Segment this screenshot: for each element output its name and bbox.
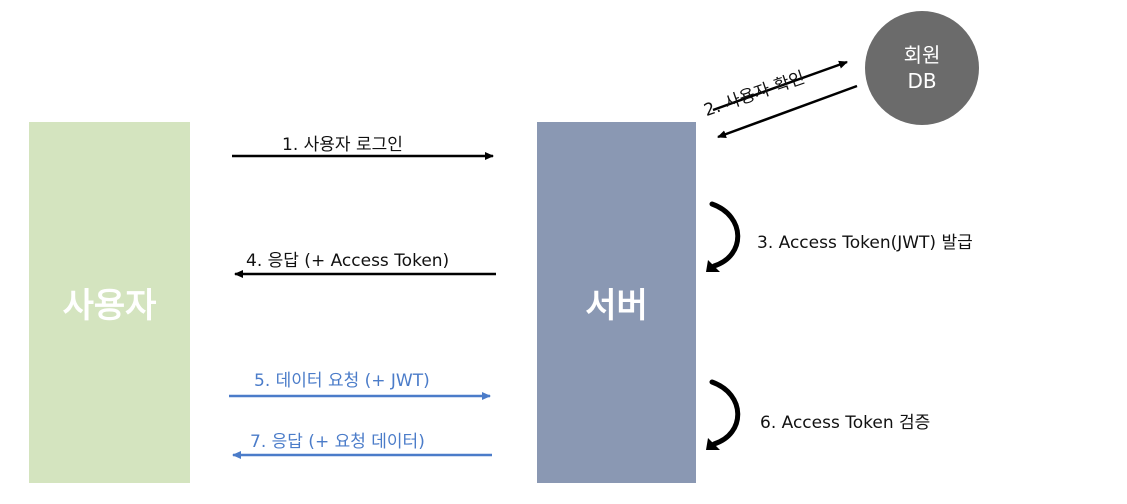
server-label: 서버 bbox=[585, 286, 648, 326]
loop-arrow-step3 bbox=[709, 201, 741, 269]
db-label-line2: DB bbox=[907, 69, 937, 93]
step6-label: 6. Access Token 검증 bbox=[760, 413, 931, 433]
db-label-line1: 회원 bbox=[903, 43, 941, 67]
member-db-node: 회원 DB bbox=[865, 11, 979, 125]
loop-arrowhead-step6 bbox=[706, 438, 720, 450]
server-box: 서버 bbox=[537, 122, 696, 483]
user-box: 사용자 bbox=[29, 122, 190, 483]
step3-label: 3. Access Token(JWT) 발급 bbox=[757, 233, 973, 253]
step5-label: 5. 데이터 요청 (+ JWT) bbox=[254, 371, 430, 391]
loop-arrow-step6 bbox=[709, 379, 741, 447]
user-label: 사용자 bbox=[62, 286, 157, 326]
arrow-step2-back bbox=[717, 84, 858, 139]
step1-label: 1. 사용자 로그인 bbox=[282, 135, 403, 155]
arrow-step2-out bbox=[712, 60, 848, 112]
step4-label: 4. 응답 (+ Access Token) bbox=[246, 251, 450, 271]
step7-label: 7. 응답 (+ 요청 데이터) bbox=[250, 432, 425, 452]
loop-arrowhead-step3 bbox=[706, 260, 720, 272]
